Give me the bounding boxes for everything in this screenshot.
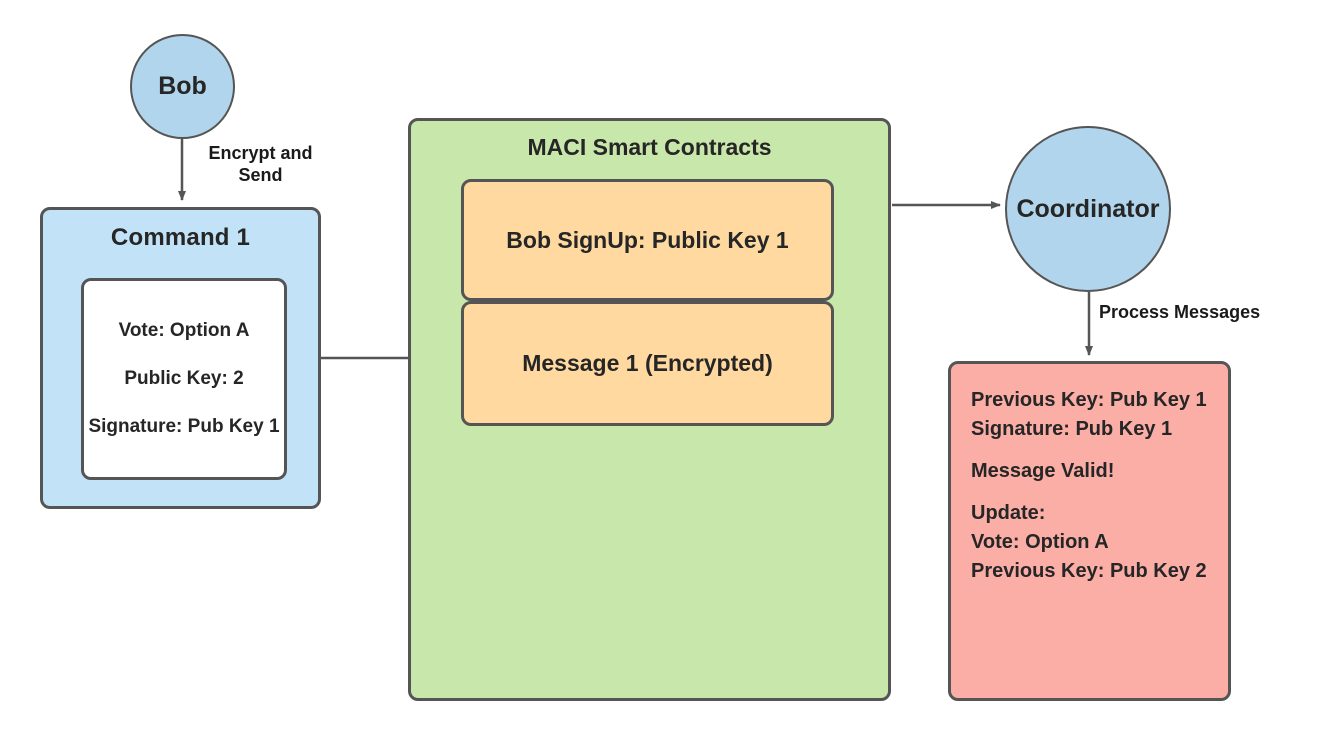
result-line-new-previous-key: Previous Key: Pub Key 2 xyxy=(971,560,1207,582)
result-spacer-1 xyxy=(971,444,1208,457)
maci-item-message-1[interactable]: Message 1 (Encrypted) xyxy=(461,301,834,426)
maci-title: MACI Smart Contracts xyxy=(527,134,772,160)
maci-item-bob-signup[interactable]: Bob SignUp: Public Key 1 xyxy=(461,179,834,301)
result-line-message-valid: Message Valid! xyxy=(971,460,1115,482)
processing-result-panel[interactable]: Previous Key: Pub Key 1 Signature: Pub K… xyxy=(948,361,1231,701)
edge-label-encrypt-and-send: Encrypt and Send xyxy=(208,143,313,185)
result-line-previous-key: Previous Key: Pub Key 1 xyxy=(971,389,1207,411)
command-container[interactable]: Command 1 Vote: Option A Public Key: 2 S… xyxy=(40,207,321,509)
actor-bob[interactable]: Bob xyxy=(130,34,235,139)
command-fields-panel: Vote: Option A Public Key: 2 Signature: … xyxy=(81,278,287,480)
command-field-vote: Vote: Option A xyxy=(118,320,250,342)
command-title: Command 1 xyxy=(110,224,251,251)
result-spacer-2 xyxy=(971,486,1208,499)
actor-bob-label: Bob xyxy=(158,72,207,100)
actor-coordinator[interactable]: Coordinator xyxy=(1005,126,1171,292)
maci-item-bob-signup-label: Bob SignUp: Public Key 1 xyxy=(506,226,789,253)
command-field-public-key: Public Key: 2 xyxy=(124,368,244,390)
maci-item-message-1-label: Message 1 (Encrypted) xyxy=(522,350,773,376)
command-field-signature: Signature: Pub Key 1 xyxy=(88,415,280,437)
actor-coordinator-label: Coordinator xyxy=(1016,194,1160,223)
result-line-signature: Signature: Pub Key 1 xyxy=(971,418,1173,440)
result-line-vote: Vote: Option A xyxy=(971,531,1109,553)
maci-smart-contracts-container[interactable]: MACI Smart Contracts Bob SignUp: Public … xyxy=(408,118,891,701)
result-line-update: Update: xyxy=(971,502,1046,524)
edge-label-process-messages: Process Messages xyxy=(1099,302,1261,322)
